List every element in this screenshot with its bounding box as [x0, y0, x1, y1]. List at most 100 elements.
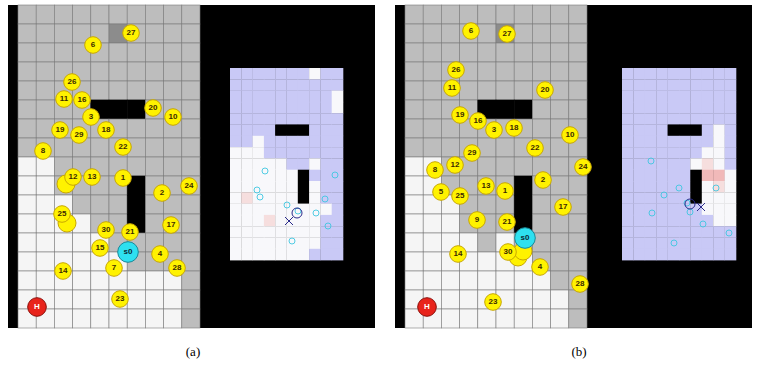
home-marker: H — [27, 297, 47, 317]
grid-cell — [405, 43, 423, 62]
belief-cell — [309, 238, 321, 250]
grid-cell — [73, 271, 91, 290]
grid-cell — [91, 309, 109, 328]
belief-cell — [253, 158, 265, 170]
grid-cell — [54, 24, 72, 43]
belief-cell — [264, 113, 276, 125]
grid-cell — [460, 81, 478, 100]
grid-cell — [109, 43, 127, 62]
marker-circle — [152, 246, 169, 263]
grid-cell — [109, 62, 127, 81]
marker-number: 8 — [433, 166, 437, 174]
belief-cell — [309, 102, 321, 114]
marker-number: 2 — [541, 176, 545, 184]
particle-marker — [648, 158, 654, 164]
grid-cell — [423, 233, 441, 252]
belief-cell — [690, 113, 702, 125]
belief-cell — [725, 249, 737, 261]
marker-number: 11 — [60, 95, 68, 103]
marker-number: 24 — [185, 182, 194, 190]
marker-circle — [54, 206, 71, 223]
marker-number: H — [34, 303, 40, 311]
belief-cell — [645, 238, 657, 250]
belief-cell — [309, 204, 321, 216]
object-marker: 26 — [447, 61, 465, 79]
belief-cell — [690, 170, 702, 182]
belief-cell — [633, 249, 645, 261]
belief-cell — [241, 91, 253, 103]
belief-cell — [656, 91, 668, 103]
marker-number: 26 — [452, 66, 461, 74]
belief-cell — [320, 158, 332, 170]
marker-circle — [500, 244, 517, 261]
marker-number: 14 — [454, 250, 463, 258]
belief-cell — [287, 102, 299, 114]
marker-circle — [463, 23, 480, 40]
grid-cell — [405, 119, 423, 138]
grid-cell — [164, 157, 182, 176]
belief-cell — [332, 79, 344, 91]
belief-cell — [241, 215, 253, 227]
marker-number: s0 — [521, 234, 530, 242]
particle-marker — [649, 210, 655, 216]
grid-cell — [54, 233, 72, 252]
marker-number: H — [424, 303, 430, 311]
belief-cell — [725, 125, 737, 137]
belief-cell — [702, 226, 714, 238]
belief-cell — [332, 102, 344, 114]
belief-cell — [622, 226, 634, 238]
object-marker: 11 — [55, 90, 73, 108]
marker-circle — [123, 25, 140, 42]
marker-number: 3 — [89, 113, 93, 121]
grid-cell — [441, 43, 459, 62]
belief-cell — [298, 68, 310, 80]
marker-number: 23 — [489, 298, 498, 306]
belief-cell — [298, 181, 310, 193]
marker-number: 17 — [167, 221, 176, 229]
object-marker: 16 — [469, 112, 487, 130]
marker-circle — [515, 228, 536, 249]
marker-circle — [499, 26, 516, 43]
grid-cell — [478, 62, 496, 81]
grid-map — [18, 5, 200, 328]
grid-cell — [36, 5, 54, 24]
belief-cell — [253, 102, 265, 114]
grid-cell — [54, 43, 72, 62]
panel — [395, 5, 752, 328]
marker-circle — [145, 100, 162, 117]
marker-number: 12 — [451, 161, 460, 169]
grid-cell — [423, 252, 441, 271]
belief-cell — [622, 158, 634, 170]
belief-cell — [332, 238, 344, 250]
grid-cell — [109, 195, 127, 214]
grid-cell — [496, 5, 514, 24]
belief-cell — [309, 215, 321, 227]
object-marker: 7 — [105, 259, 123, 277]
marker-number: 3 — [492, 126, 496, 134]
marker-number: 5 — [439, 188, 443, 196]
grid-cell — [182, 24, 200, 43]
object-marker: 2 — [534, 171, 552, 189]
belief-cell — [645, 226, 657, 238]
grid-cell — [36, 157, 54, 176]
belief-cell — [713, 181, 725, 193]
grid-cell — [532, 195, 550, 214]
belief-cell — [622, 192, 634, 204]
grid-cell — [405, 24, 423, 43]
grid-cell — [460, 309, 478, 328]
grid-cell — [182, 309, 200, 328]
belief-cell — [679, 170, 691, 182]
object-marker: 1 — [496, 182, 514, 200]
belief-cell — [656, 136, 668, 148]
grid-cell — [145, 309, 163, 328]
grid-cell — [441, 309, 459, 328]
belief-cell — [702, 147, 714, 159]
belief-cell — [702, 68, 714, 80]
marker-circle — [98, 122, 115, 139]
belief-cell — [298, 91, 310, 103]
belief-cell — [320, 125, 332, 137]
grid-cell — [145, 271, 163, 290]
grid-cell — [478, 43, 496, 62]
marker-circle — [469, 212, 486, 229]
grid-cell — [569, 62, 587, 81]
